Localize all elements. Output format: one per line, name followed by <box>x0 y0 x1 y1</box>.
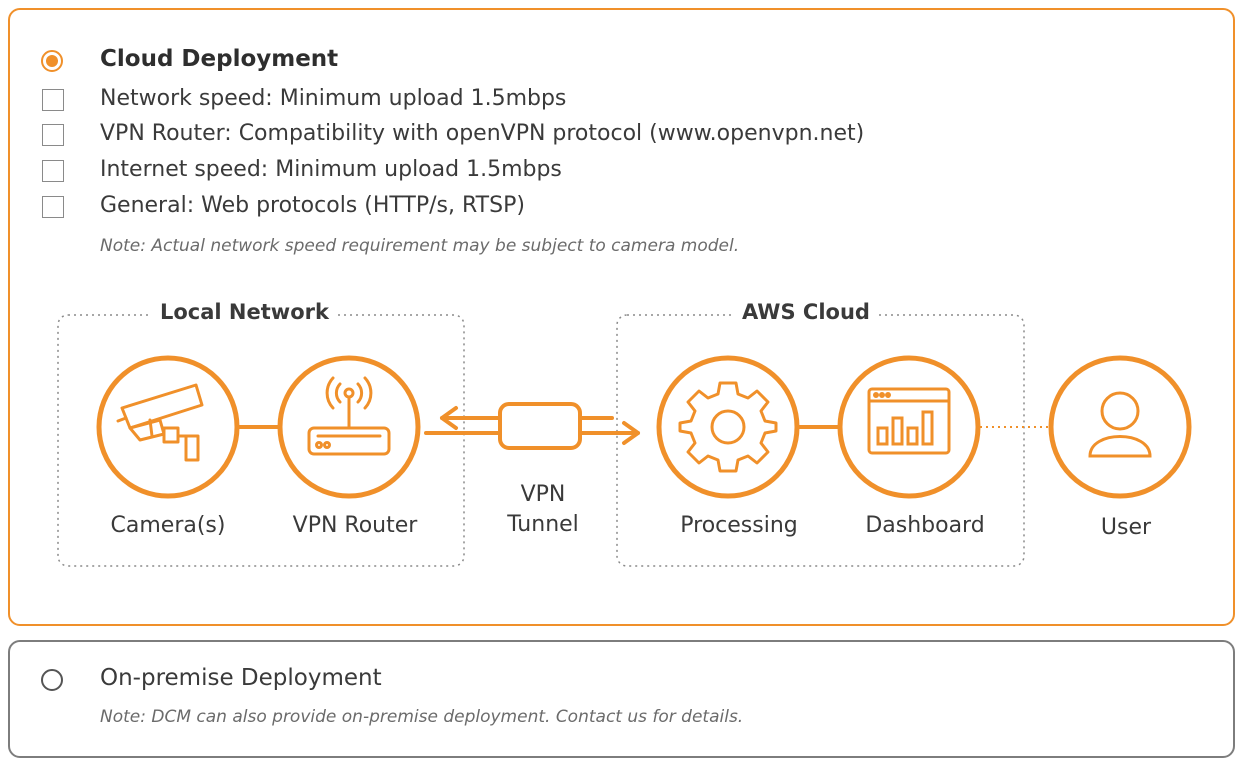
wifi-router-icon <box>307 376 391 456</box>
requirement-checkbox[interactable] <box>42 124 64 146</box>
gear-icon <box>678 381 778 473</box>
cloud-deployment-title: Cloud Deployment <box>100 46 339 72</box>
processing-node <box>656 355 800 499</box>
processing-label: Processing <box>680 513 798 538</box>
requirement-label: General: Web protocols (HTTP/s, RTSP) <box>100 193 525 218</box>
user-icon <box>1088 391 1152 458</box>
requirement-label: VPN Router: Compatibility with openVPN p… <box>100 121 865 146</box>
requirement-label: Internet speed: Minimum upload 1.5mbps <box>100 157 562 182</box>
onprem-deployment-radio[interactable] <box>41 669 63 691</box>
requirement-checkbox[interactable] <box>42 196 64 218</box>
vpn-tunnel-line1: VPN <box>520 482 566 507</box>
requirement-checkbox[interactable] <box>42 89 64 111</box>
cloud-note: Note: Actual network speed requirement m… <box>100 236 740 256</box>
user-label: User <box>1100 515 1152 540</box>
router-label: VPN Router <box>292 513 418 538</box>
vpn-tunnel-box <box>498 402 582 450</box>
dashboard-label: Dashboard <box>865 513 985 538</box>
onprem-note: Note: DCM can also provide on-premise de… <box>100 707 744 727</box>
onprem-deployment-panel <box>8 640 1235 758</box>
requirement-checkbox[interactable] <box>42 160 64 182</box>
requirement-label: Network speed: Minimum upload 1.5mbps <box>100 86 567 111</box>
vpn-tunnel-arrows <box>424 406 640 445</box>
vpn-tunnel-line2: Tunnel <box>507 512 579 537</box>
onprem-deployment-title: On-premise Deployment <box>100 665 382 691</box>
camera-label: Camera(s) <box>110 513 226 538</box>
aws-cloud-label: AWS Cloud <box>734 300 878 324</box>
cloud-deployment-radio[interactable] <box>41 50 63 72</box>
user-node <box>1048 355 1192 499</box>
local-network-label: Local Network <box>152 300 337 324</box>
cloud-deployment-panel <box>8 8 1235 626</box>
dashboard-chart-icon <box>867 387 951 455</box>
security-camera-icon <box>116 383 204 462</box>
vpn-tunnel-label: VPN Tunnel <box>507 480 579 540</box>
